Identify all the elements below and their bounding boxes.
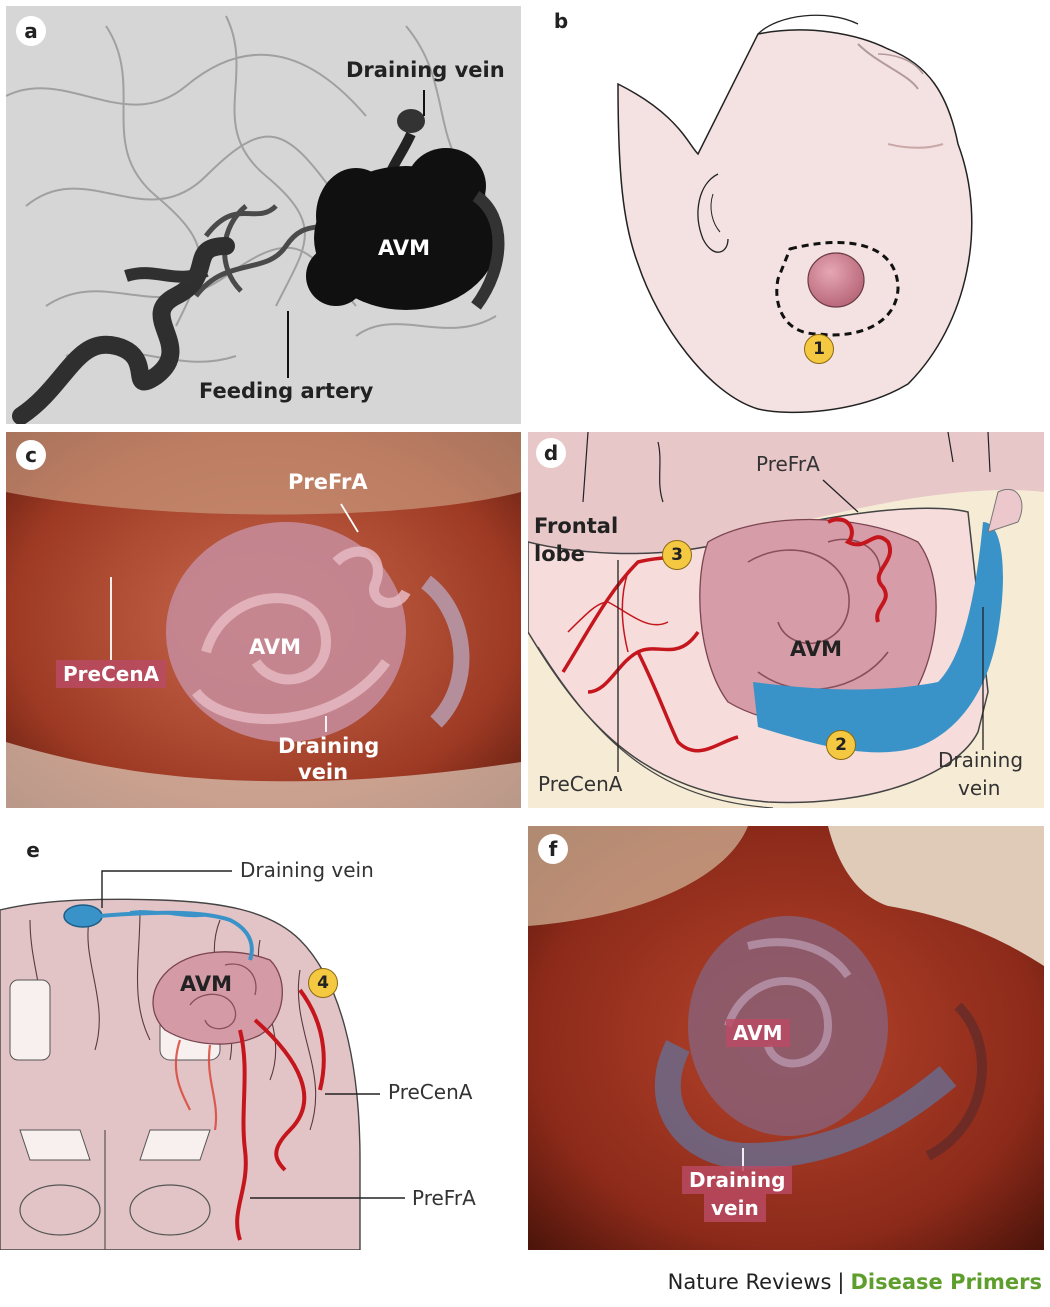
draining-vein-label-line1: Draining — [938, 748, 1024, 772]
step-3-badge: 3 — [662, 540, 692, 570]
draining-vein-label-line2: vein — [958, 776, 1001, 800]
panel-e-label: e — [26, 838, 40, 862]
avm-label: AVM — [790, 637, 842, 661]
precena-label: PreCenA — [538, 772, 623, 796]
feeding-artery-label: Feeding artery — [199, 379, 374, 403]
surgical-photo-f — [528, 826, 1044, 1250]
panel-b-label: b — [553, 9, 569, 33]
draining-vein-label: Draining vein — [346, 58, 505, 82]
surgical-photo-c — [6, 432, 521, 808]
panel-f-surgical-photo: f AVM Draining vein — [528, 826, 1044, 1250]
draining-vein-tag-line1: Draining — [682, 1166, 793, 1194]
panel-a-label: a — [16, 16, 46, 46]
precena-tag: PreCenA — [56, 660, 167, 688]
prefra-label: PreFrA — [756, 452, 820, 476]
head-drawing — [617, 14, 973, 414]
precena-label: PreCenA — [388, 1080, 473, 1104]
panel-d-label: d — [536, 438, 566, 468]
avm-label: AVM — [249, 635, 301, 659]
draining-vein-label: Draining vein — [240, 858, 374, 882]
step-2-badge: 2 — [826, 730, 856, 760]
draining-vein-label-line2: vein — [298, 760, 349, 784]
panel-b-head-illustration: b 1 — [528, 4, 1046, 424]
journal-series: Disease Primers — [850, 1270, 1042, 1294]
step-4-badge: 4 — [308, 968, 338, 998]
avm-label: AVM — [378, 236, 430, 260]
avm-label: AVM — [180, 972, 232, 996]
panel-a-angiogram: a Draining vein AVM Feeding artery — [6, 6, 521, 424]
panel-e-illustration: e Draining vein AVM 4 PreCenA PreFrA — [0, 830, 522, 1250]
panel-c-surgical-photo: c PreFrA AVM PreCenA Draining vein — [6, 432, 521, 808]
journal-name: Nature Reviews — [667, 1270, 832, 1294]
panel-d-illustration: d PreFrA Frontal lobe 3 AVM 2 PreCenA Dr… — [528, 432, 1044, 808]
prefra-label: PreFrA — [412, 1186, 476, 1210]
avm-illustration-d — [528, 432, 1044, 808]
avm-tag: AVM — [726, 1019, 790, 1047]
draining-vein-label-line1: Draining — [278, 734, 380, 758]
prefra-label: PreFrA — [288, 470, 368, 494]
step-1-badge: 1 — [804, 334, 834, 364]
panel-c-label: c — [16, 440, 46, 470]
panel-f-label: f — [538, 834, 568, 864]
draining-vein-tag-line2: vein — [704, 1194, 766, 1222]
frontal-lobe-label-line1: Frontal — [534, 514, 619, 538]
angiogram-image — [6, 6, 521, 424]
coronal-section-drawing — [0, 870, 405, 1250]
journal-footer: Nature Reviews|Disease Primers — [668, 1270, 1042, 1294]
frontal-lobe-label-line2: lobe — [534, 542, 585, 566]
footer-separator: | — [837, 1270, 845, 1294]
